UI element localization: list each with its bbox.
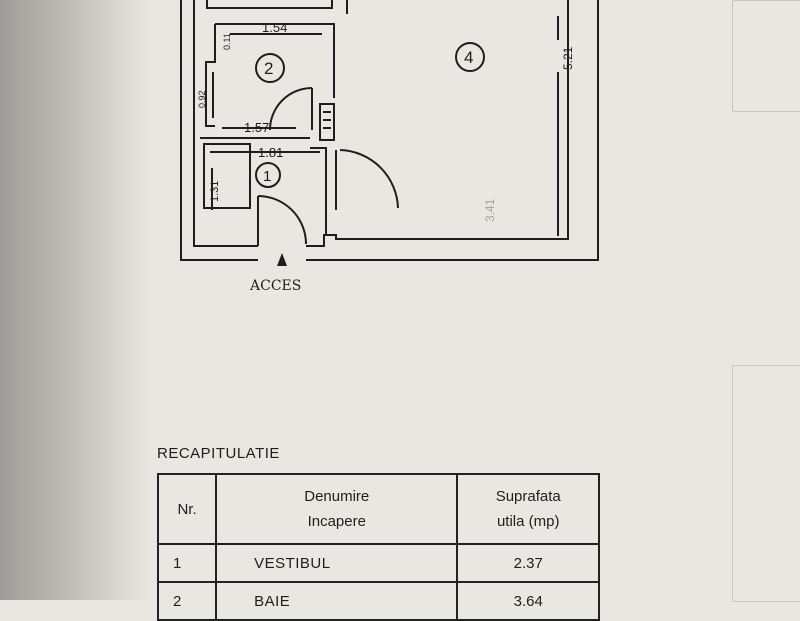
access-label: ACCES	[249, 278, 301, 294]
closet	[319, 103, 335, 141]
wall-inner-bottom	[306, 0, 569, 247]
dim-vestibule-height: 1.31	[209, 181, 221, 202]
dim-bath-height-small: 0.11	[222, 33, 232, 50]
room-number-1: 1	[263, 168, 271, 185]
header-area-line1: Suprafata	[495, 488, 561, 505]
row-area: 3.64	[456, 581, 600, 621]
ghost-box-right	[732, 0, 800, 112]
header-nr: Nr.	[156, 473, 218, 545]
dim-bath-left-height: 0.92	[197, 90, 207, 108]
bathroom-wall-left	[205, 24, 216, 127]
wall-outer-left	[180, 0, 258, 261]
row-name: BAIE	[215, 581, 459, 621]
room-number-4: 4	[464, 48, 473, 67]
header-area-line2: utila (mp)	[496, 513, 560, 530]
recap-header-row: Nr. Denumire Incapere Suprafata utila (m…	[156, 473, 600, 545]
floor-plan: 1.54 0.11 0.92 1.57 1.81 1.31 5.21 3.41 …	[180, 0, 599, 294]
row-nr: 2	[156, 581, 218, 621]
dim-vestibule-width: 1.81	[258, 145, 283, 160]
row-area: 2.37	[456, 543, 600, 583]
page-shadow	[0, 0, 150, 600]
header-name: Denumire Incapere	[215, 473, 459, 545]
table-row: 2 BAIE 3.64	[156, 581, 600, 621]
dim-corridor-width: 1.57	[244, 120, 269, 135]
header-name-line1: Denumire	[304, 488, 370, 505]
vestibule-right	[310, 147, 327, 235]
recap-title: RECAPITULATIE	[157, 445, 280, 462]
closet-inner	[323, 111, 331, 129]
dim-room4-inner: 3.41	[483, 198, 497, 222]
room-marker-2	[255, 53, 285, 83]
wall-outer-bottom	[306, 0, 599, 261]
room-number-2: 2	[264, 59, 273, 78]
dim-bath-width: 1.54	[262, 20, 287, 35]
recap-table: Nr. Denumire Incapere Suprafata utila (m…	[156, 473, 600, 621]
room-marker-1	[255, 162, 281, 188]
entry-door-arc	[257, 195, 307, 245]
header-area: Suprafata utila (mp)	[456, 473, 600, 545]
row-nr: 1	[156, 543, 218, 583]
table-row: 1 VESTIBUL 2.37	[156, 543, 600, 583]
access-arrow	[277, 253, 287, 266]
header-name-line2: Incapere	[307, 513, 366, 530]
row-name: VESTIBUL	[215, 543, 459, 583]
bathroom-wall	[215, 23, 335, 98]
bath-door-arc	[269, 87, 313, 131]
wall-inner-left	[193, 0, 258, 247]
top-strip	[206, 0, 333, 9]
room-marker-4	[455, 42, 485, 72]
dim-room4-height: 5.21	[561, 46, 575, 70]
vestibule-wall	[203, 143, 251, 209]
room-door-arc	[339, 149, 399, 209]
